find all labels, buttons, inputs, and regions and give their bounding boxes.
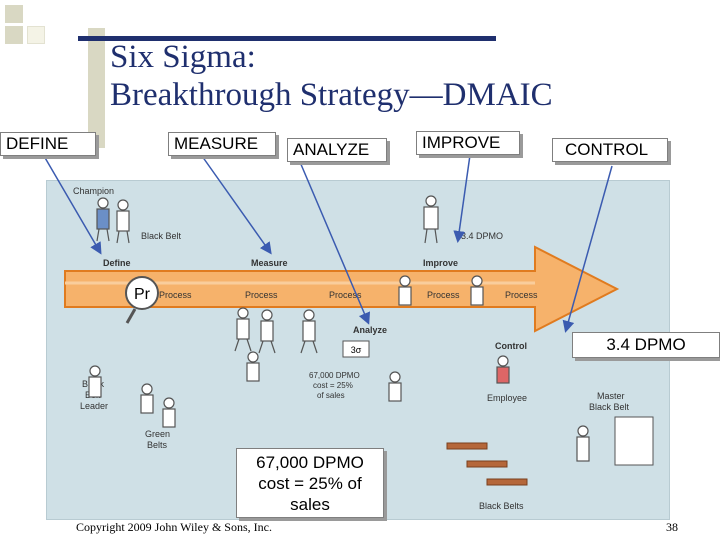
person-figure <box>140 383 154 414</box>
pointer-improve <box>453 154 471 243</box>
label-process: Process <box>159 290 192 300</box>
person-figure <box>423 195 439 244</box>
person-figure <box>88 365 102 398</box>
person-figure <box>388 371 402 402</box>
label-champion: Champion <box>73 186 114 196</box>
person-figure <box>398 275 412 306</box>
title-rule <box>78 36 496 41</box>
label-green-belts: Belts <box>147 440 168 450</box>
decor-square <box>27 26 45 44</box>
sigma-board <box>342 340 370 358</box>
phase-measure: MEASURE <box>168 132 276 156</box>
pointer-define <box>43 155 102 255</box>
magnifier-icon <box>125 276 159 310</box>
magnifier-handle <box>125 308 137 324</box>
label-dpmo-current-b: cost = 25% <box>313 381 353 390</box>
phase-improve: IMPROVE <box>416 131 520 155</box>
label-process: Process <box>505 290 538 300</box>
person-figure <box>96 197 110 242</box>
label-dpmo-small: 3.4 DPMO <box>461 231 503 241</box>
desk <box>466 460 508 468</box>
label-dpmo-current-c: of sales <box>317 391 345 400</box>
page-number: 38 <box>666 520 678 534</box>
whiteboard <box>614 416 654 466</box>
label-dpmo-current-a: 67,000 DPMO <box>309 371 360 380</box>
person-figure <box>258 309 276 354</box>
decor-square <box>5 26 23 44</box>
label-bb-leader: Leader <box>80 401 108 411</box>
label-black-belts: Black Belts <box>479 501 524 511</box>
pointer-measure <box>201 155 272 255</box>
phase-define: DEFINE <box>0 132 96 156</box>
label-control: Control <box>495 341 527 351</box>
label-process: Process <box>329 290 362 300</box>
slide-title: Six Sigma: Breakthrough Strategy—DMAIC <box>110 38 553 114</box>
slide-title-line-2: Breakthrough Strategy—DMAIC <box>110 77 553 113</box>
person-figure <box>246 351 260 382</box>
desk <box>446 442 488 450</box>
decor-vertical-bar <box>88 28 105 148</box>
label-process: Process <box>245 290 278 300</box>
dmaic-illustration-svg: Pr Champion Black Belt Define Measure Im… <box>64 186 654 511</box>
label-process: Process <box>427 290 460 300</box>
pointer-control <box>562 165 613 333</box>
pointer-analyze <box>299 161 371 325</box>
person-figure <box>576 425 590 462</box>
sigma-board-label: 3σ <box>351 345 362 355</box>
phase-control: CONTROL <box>552 138 668 162</box>
label-improve: Improve <box>423 258 458 268</box>
person-figure <box>234 307 252 352</box>
label-master-black-belt: Black Belt <box>589 402 630 412</box>
callout-target-dpmo: 3.4 DPMO <box>572 332 720 358</box>
desk <box>486 478 528 486</box>
phase-analyze: ANALYZE <box>287 138 387 162</box>
copyright-footer: Copyright 2009 John Wiley & Sons, Inc. <box>76 520 272 534</box>
label-measure: Measure <box>251 258 288 268</box>
person-figure <box>496 355 510 384</box>
callout-current-dpmo: 67,000 DPMO cost = 25% of sales <box>236 448 384 518</box>
label-green-belts: Green <box>145 429 170 439</box>
label-analyze: Analyze <box>353 325 387 335</box>
label-define: Define <box>103 258 131 268</box>
label-master-black-belt: Master <box>597 391 625 401</box>
slide-title-line-1: Six Sigma: <box>110 39 256 75</box>
person-figure <box>300 309 318 354</box>
decor-square <box>5 5 23 23</box>
label-employee: Employee <box>487 393 527 403</box>
label-black-belt: Black Belt <box>141 231 182 241</box>
person-figure <box>116 199 130 244</box>
person-figure <box>470 275 484 306</box>
person-figure <box>162 397 176 428</box>
pr-badge: Pr <box>134 286 151 303</box>
